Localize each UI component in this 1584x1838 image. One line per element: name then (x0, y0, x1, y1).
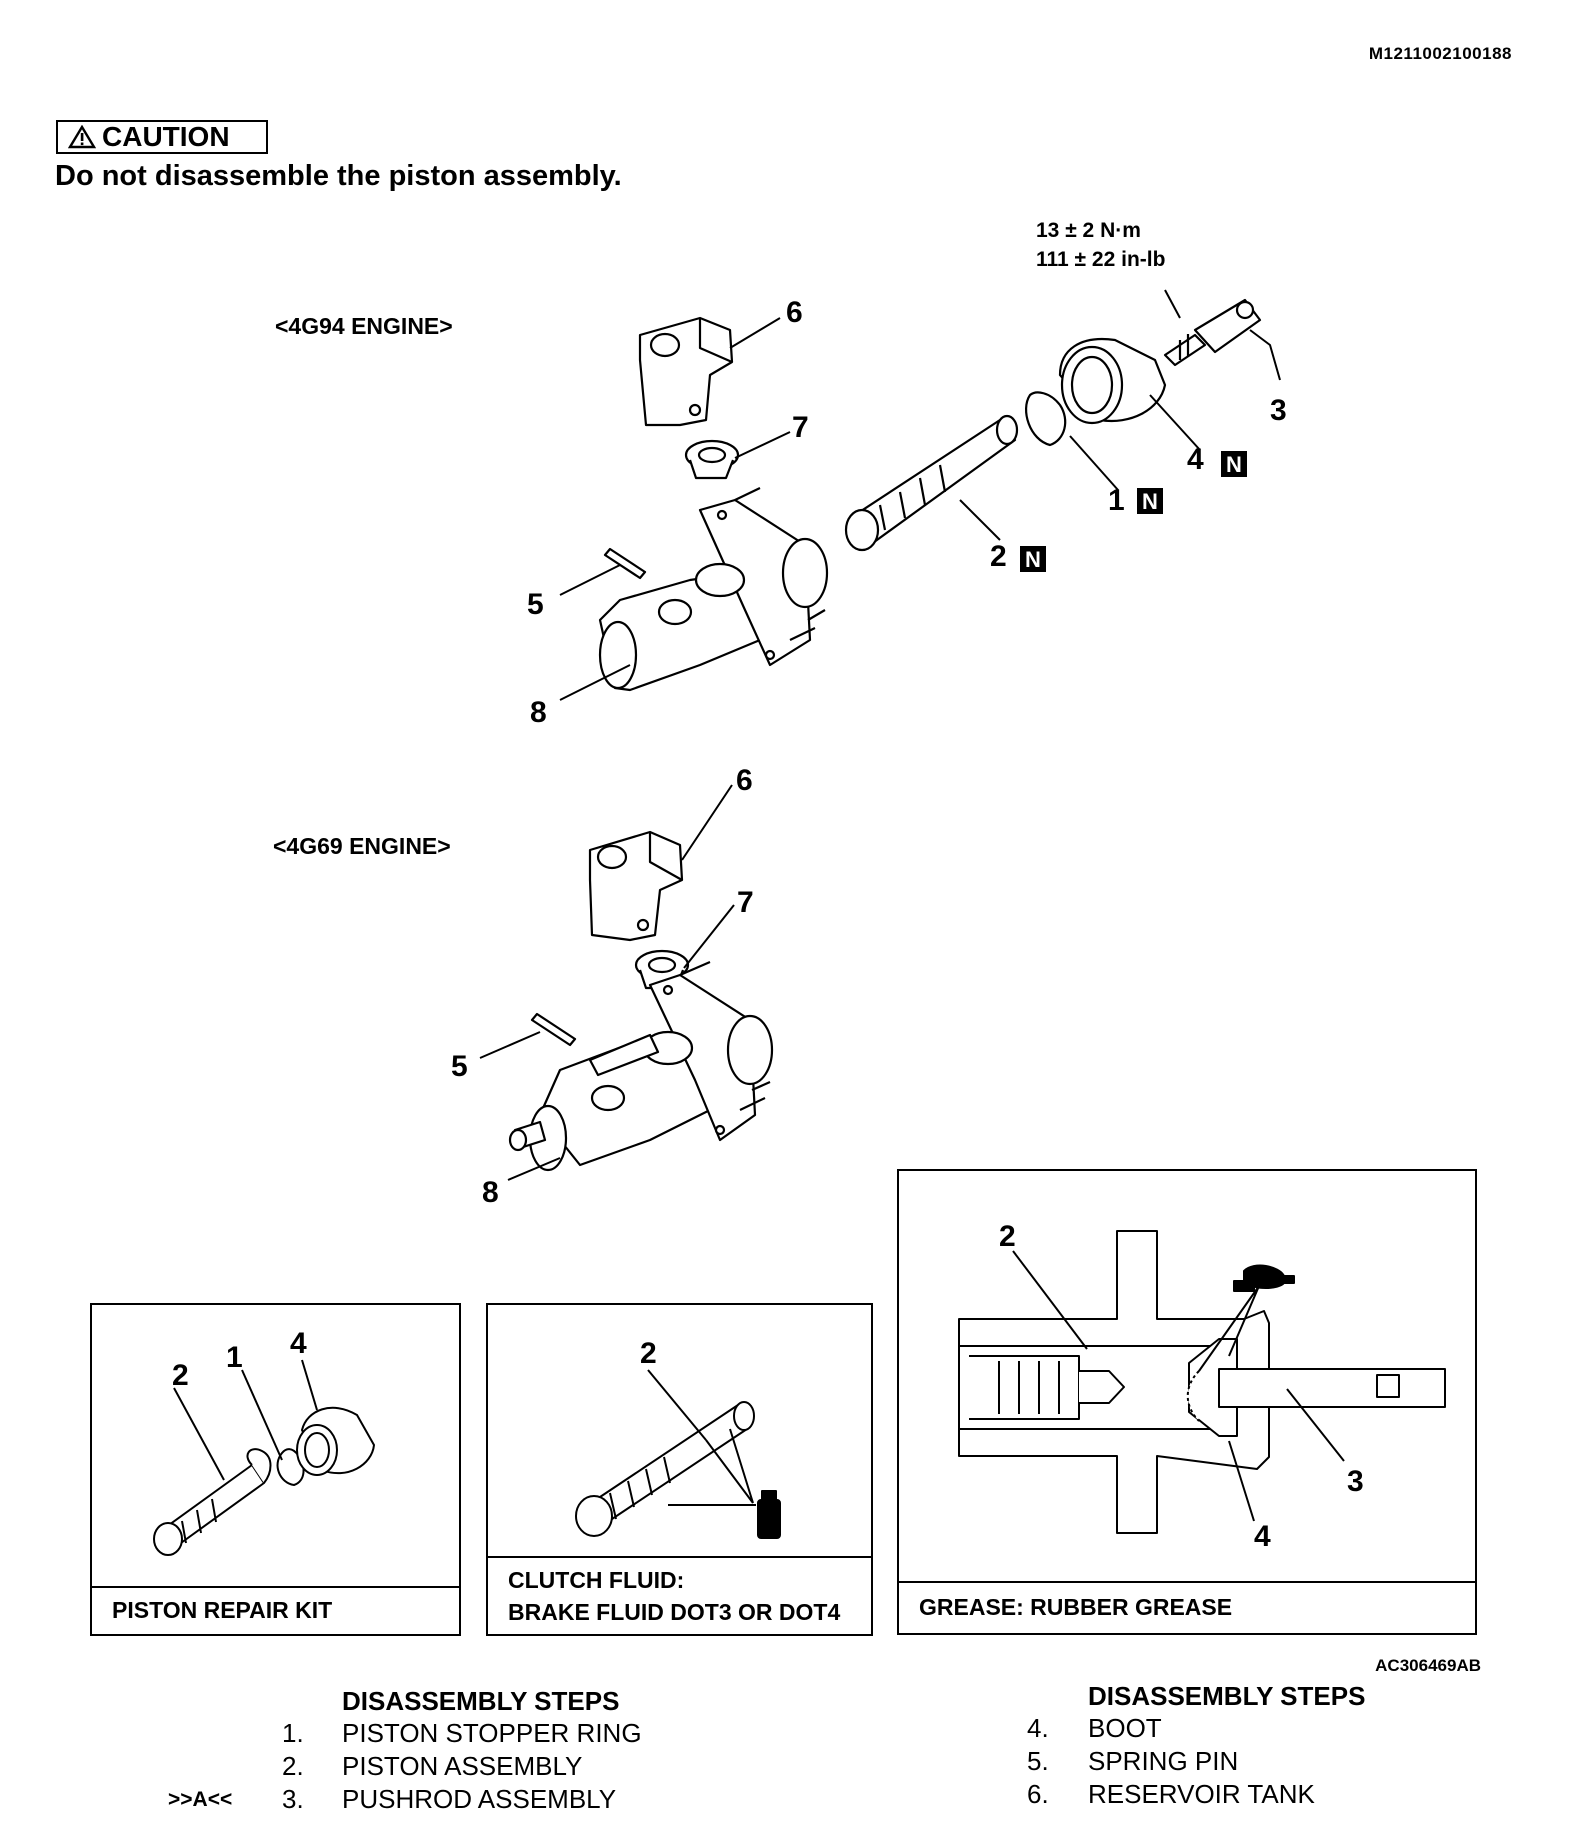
stopper-ring-4g94 (1025, 391, 1067, 447)
panel-grease: 2 3 4 GREASE: RUBBER GREASE (897, 1169, 1477, 1635)
step-label: PISTON STOPPER RING (342, 1718, 642, 1748)
step-label: BOOT (1088, 1713, 1162, 1743)
callout-8-a: 8 (530, 696, 547, 729)
step-item: 6. RESERVOIR TANK (0, 1779, 1584, 1813)
callout-4-grease: 4 (1254, 1520, 1271, 1553)
figure-id: AC306469AB (1375, 1656, 1481, 1675)
svg-text:N: N (1142, 489, 1158, 514)
callout-7-b: 7 (737, 886, 754, 919)
caution-box: CAUTION (56, 120, 268, 154)
fluid-caption: CLUTCH FLUID: BRAKE FLUID DOT3 OR DOT4 (488, 1556, 871, 1634)
fluid-illustration: 2 (575, 1337, 781, 1539)
engine-label-4g69: <4G69 ENGINE> (273, 833, 451, 859)
callout-4-kit: 4 (290, 1327, 307, 1360)
spring-pin-4g69 (530, 1012, 577, 1047)
pushrod-4g94 (1163, 298, 1262, 367)
reservoir-seal-4g94 (684, 439, 740, 480)
step-number: 3. (282, 1784, 304, 1814)
step-label: RESERVOIR TANK (1088, 1779, 1315, 1809)
caution-text: Do not disassemble the piston assembly. (55, 160, 622, 192)
callout-1-a: 1 (1108, 484, 1125, 517)
new-part-marks: N N N (1020, 451, 1247, 572)
panel-clutch-fluid: 2 CLUTCH FLUID: BRAKE FLUID DOT3 OR DOT4 (486, 1303, 873, 1636)
fluid-caption-line2: BRAKE FLUID DOT3 OR DOT4 (508, 1599, 841, 1625)
callout-3-a: 3 (1270, 394, 1287, 427)
engine-label-4g94: <4G94 ENGINE> (275, 313, 453, 339)
step-item: 2. PISTON ASSEMBLY (0, 1751, 800, 1785)
torque-inlb: 111 ± 22 in-lb (1036, 248, 1166, 271)
callout-2-a: 2 (990, 540, 1007, 573)
callout-7-a: 7 (792, 411, 809, 444)
warning-triangle-icon (68, 125, 96, 149)
document-id: M1211002100188 (1368, 44, 1512, 63)
piston-assembly-4g94 (844, 414, 1019, 552)
repair-kit-illustration: 2 1 4 (153, 1327, 375, 1556)
callout-3-grease: 3 (1347, 1465, 1364, 1498)
callout-5-a: 5 (527, 588, 544, 621)
step-number: 1. (282, 1718, 304, 1748)
fluid-caption-line1: CLUTCH FLUID: (508, 1567, 685, 1593)
callout-2-grease: 2 (999, 1220, 1016, 1253)
svg-text:N: N (1226, 452, 1242, 477)
torque-spec: 13 ± 2 N·m 111 ± 22 in-lb (1036, 216, 1165, 274)
step-item: 4. BOOT (0, 1713, 1584, 1747)
step-number: 2. (282, 1751, 304, 1781)
spring-pin-4g94 (603, 547, 647, 580)
caution-label: CAUTION (102, 121, 230, 152)
step-number: 4. (1027, 1713, 1049, 1743)
steps-left-title: DISASSEMBLY STEPS (342, 1686, 620, 1716)
step-label: PISTON ASSEMBLY (342, 1751, 583, 1781)
callout-4-a: 4 (1187, 443, 1204, 476)
step-number: 6. (1027, 1779, 1049, 1809)
callout-6-b: 6 (736, 764, 753, 797)
panel-piston-repair-kit: 2 1 4 PISTON REPAIR KIT (90, 1303, 461, 1636)
step-label: PUSHROD ASSEMBLY (342, 1784, 617, 1814)
svg-text:N: N (1025, 547, 1041, 572)
callout-6-a: 6 (786, 296, 803, 329)
grease-caption: GREASE: RUBBER GREASE (899, 1581, 1475, 1633)
reservoir-tank-4g69 (588, 830, 684, 942)
torque-nm: 13 ± 2 N·m (1036, 219, 1141, 242)
master-cylinder-4g69 (508, 960, 774, 1172)
grease-cross-section: 2 3 4 (958, 1220, 1446, 1553)
step-item: >>A<< 3. PUSHROD ASSEMBLY (0, 1784, 800, 1818)
reservoir-seal-4g69 (634, 949, 690, 990)
step-ref: >>A<< (168, 1788, 233, 1811)
step-item: 1. PISTON STOPPER RING (0, 1718, 800, 1752)
callout-2-fluid: 2 (640, 1337, 657, 1370)
step-label: SPRING PIN (1088, 1746, 1239, 1776)
reservoir-tank-4g94 (638, 316, 734, 427)
callout-1-kit: 1 (226, 1341, 243, 1374)
master-cylinder-4g94 (598, 487, 829, 692)
callout-5-b: 5 (451, 1050, 468, 1083)
steps-right-title: DISASSEMBLY STEPS (1088, 1681, 1366, 1711)
boot-4g94 (1058, 337, 1167, 425)
callout-2-kit: 2 (172, 1359, 189, 1392)
step-number: 5. (1027, 1746, 1049, 1776)
step-item: 5. SPRING PIN (0, 1746, 1584, 1780)
callout-8-b: 8 (482, 1176, 499, 1209)
repair-kit-caption: PISTON REPAIR KIT (92, 1586, 459, 1634)
